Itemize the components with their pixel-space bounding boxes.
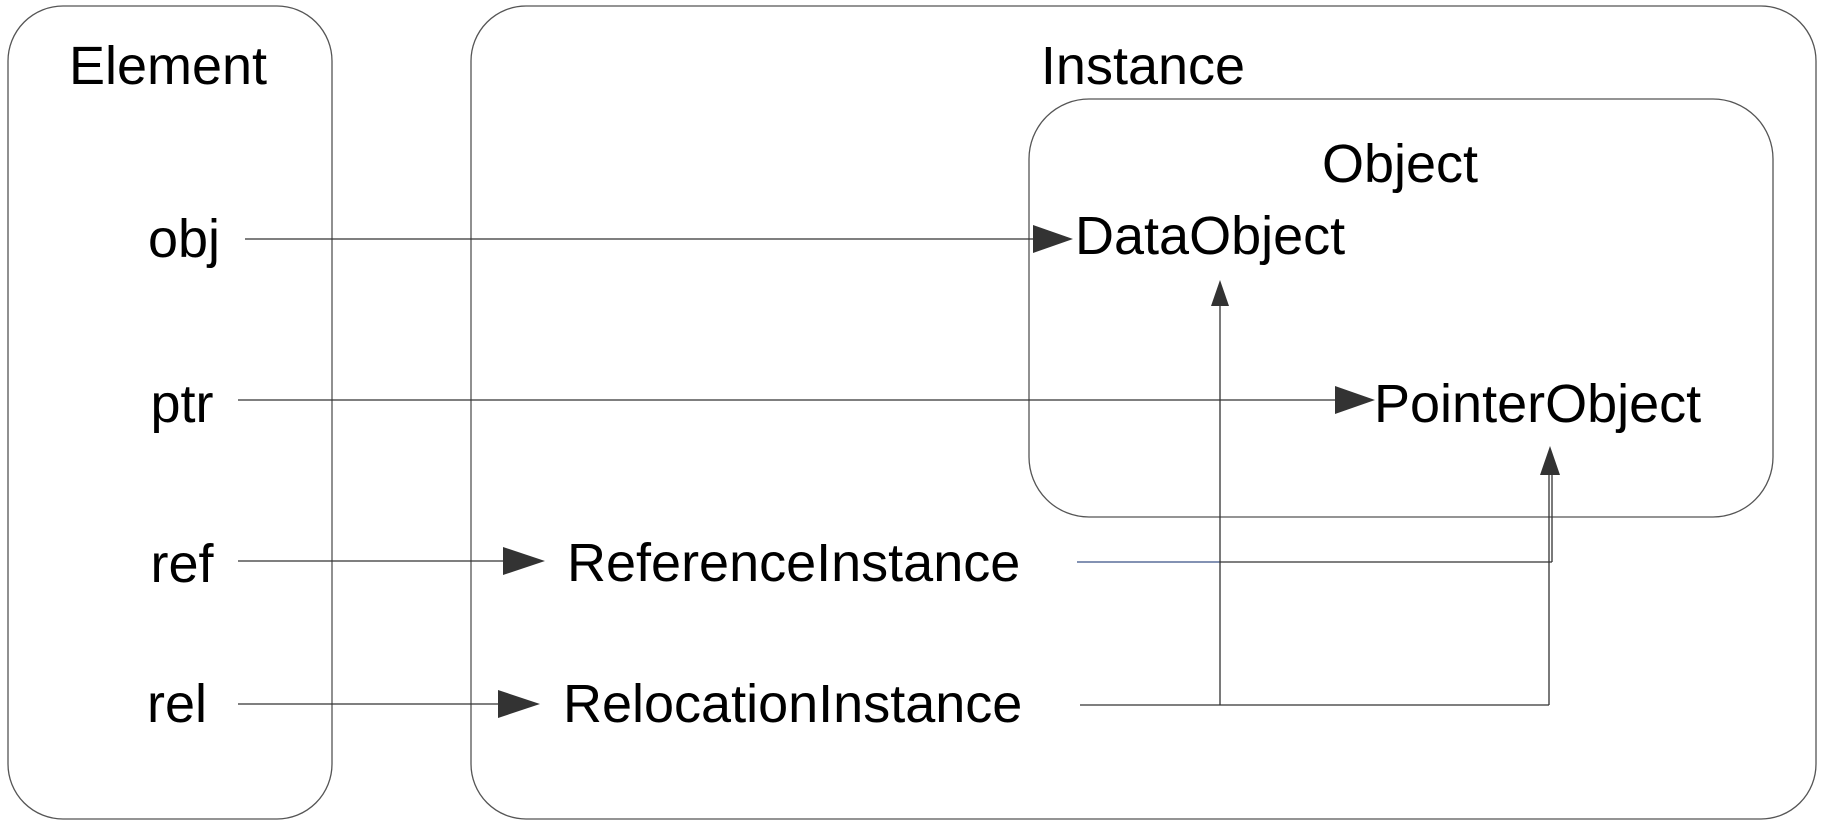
- data-object-node: DataObject: [1075, 206, 1345, 266]
- reference-instance-node: ReferenceInstance: [567, 533, 1020, 593]
- element-ptr-label: ptr: [150, 374, 213, 434]
- element-rel-label: rel: [147, 674, 207, 734]
- element-group-box: [7, 5, 333, 820]
- object-group-box: [1028, 98, 1774, 518]
- relocationinstance-arrowhead: [498, 690, 540, 718]
- pointerobject-arrowhead-up: [1540, 446, 1560, 475]
- instance-group-title: Instance: [1041, 36, 1245, 96]
- dataobject-arrowhead-up: [1211, 280, 1229, 306]
- pointerobject-arrowhead-left: [1335, 386, 1375, 414]
- instance-group-box: [470, 5, 1817, 820]
- relocation-instance-node: RelocationInstance: [563, 674, 1022, 734]
- pointer-object-node: PointerObject: [1374, 374, 1701, 434]
- element-ref-label: ref: [150, 534, 214, 594]
- element-group-title: Element: [69, 36, 267, 96]
- object-group-title: Object: [1322, 134, 1478, 194]
- element-obj-label: obj: [148, 209, 220, 269]
- referenceinstance-arrowhead: [503, 547, 545, 575]
- dataobject-arrowhead-left: [1033, 225, 1073, 253]
